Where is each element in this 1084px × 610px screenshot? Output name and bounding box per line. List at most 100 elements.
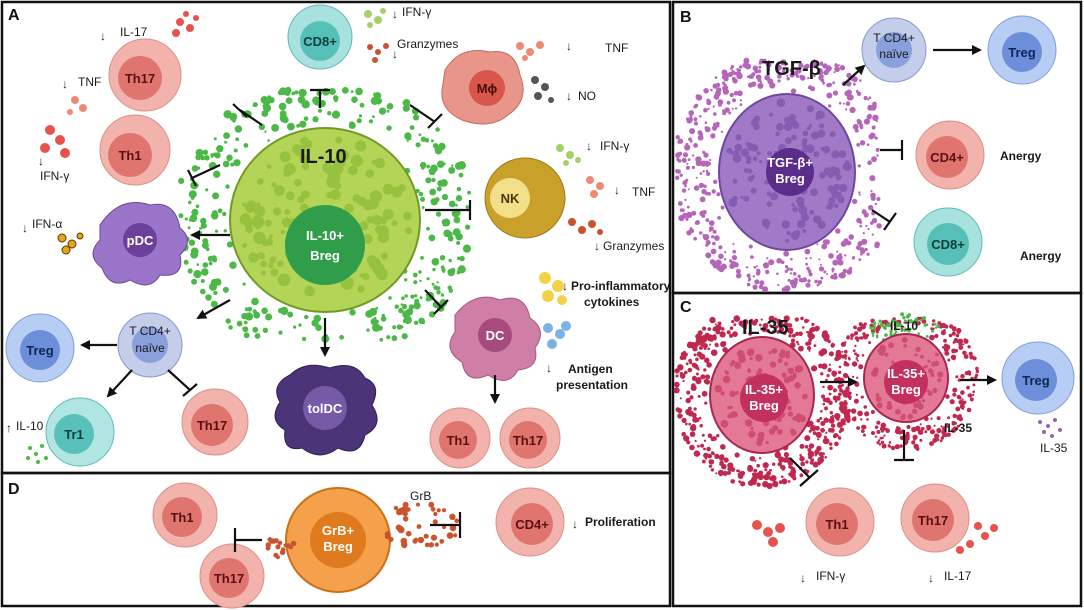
il17-granules-c (956, 522, 998, 554)
th1-left-label: Th1 (118, 148, 141, 163)
granzymes-top-label: Granzymes (397, 37, 458, 51)
treg-c-cell: Treg (1001, 341, 1075, 415)
tnf-th1-label: TNF (78, 75, 101, 89)
il35-granules-treg (1038, 418, 1062, 438)
th1-left-cell: Th1 (99, 114, 171, 186)
treg-b-label: Treg (1008, 45, 1036, 60)
cd4-d-label: CD4+ (515, 517, 549, 532)
ifng-c-label: IFN-γ (816, 569, 845, 583)
cd4-b-cell: CD4+ (915, 120, 985, 190)
ifna-granules (57, 232, 84, 255)
nk-label: NK (501, 191, 520, 206)
tnf-nk-label: TNF (632, 185, 655, 199)
tr1-cell: Tr1 (45, 397, 115, 467)
th17-c-cell: Th17 (900, 483, 970, 553)
th17-bottom-label: Th17 (197, 418, 227, 433)
nk-cell: NK (484, 157, 566, 239)
cd8-b-label: CD8+ (931, 237, 965, 252)
panel-c-frame (671, 291, 1083, 608)
il35-breg-2-label-2: Breg (891, 382, 921, 397)
th17-dc-label: Th17 (513, 433, 543, 448)
th17-bottom-cell: Th17 (181, 388, 249, 456)
panel-label-a: A (8, 7, 20, 24)
treg-left-cell: Treg (5, 313, 75, 383)
arrow-down-proliferation: ↓ (572, 517, 578, 531)
il35-breg-1-cell: IL-35+ Breg (709, 336, 815, 454)
ifng-nk-label: IFN-γ (600, 139, 629, 153)
tgfb-breg-cell: TGF-β+ Breg (718, 93, 856, 251)
tnf-granules-nk (586, 176, 604, 198)
cd8-top-cell: CD8+ (287, 4, 353, 70)
arrow-down-antigen: ↓ (546, 361, 552, 375)
tgfb-breg-label-2: Breg (775, 171, 805, 186)
th17-c-label: Th17 (918, 513, 948, 528)
th1-d-cell: Th1 (152, 482, 218, 548)
tnf-mac-label: TNF (605, 41, 628, 55)
panel-b-connectors (842, 45, 982, 231)
arrow-down-tnf-nk: ↓ (614, 183, 620, 197)
dc-label: DC (486, 328, 505, 343)
proinf-label-2: cytokines (584, 295, 640, 309)
toldc-cell: tolDC (274, 364, 378, 456)
arrow-down-il17: ↓ (100, 29, 106, 43)
tcd4-naive-label-1: T CD4+ (129, 324, 170, 338)
arrow-down-il17-c: ↓ (928, 571, 934, 585)
grb-breg-label-1: GrB+ (322, 523, 355, 538)
panel-c-connectors (789, 375, 997, 487)
antigen-granules (543, 321, 571, 349)
antigen-label-2: presentation (556, 378, 628, 392)
dc-cell: DC (449, 296, 541, 381)
panel-d-frame (0, 471, 672, 608)
il35-treg-label: IL-35 (1040, 441, 1068, 455)
cd8-top-label: CD8+ (303, 34, 337, 49)
anergy-1-label: Anergy (1000, 149, 1042, 163)
tnf-granules-mac (516, 41, 544, 61)
arrow-down-proinf: ↓ (562, 279, 568, 293)
il17-label: IL-17 (120, 25, 148, 39)
arrow-down-no: ↓ (566, 89, 572, 103)
cd4-d-cell: CD4+ (495, 487, 565, 557)
panel-label-b: B (680, 9, 692, 26)
toldc-label: tolDC (308, 401, 343, 416)
cd4-b-label: CD4+ (930, 150, 964, 165)
panel-a-connectors (80, 88, 500, 404)
arrow-down-ifng-c: ↓ (800, 571, 806, 585)
tcd4-naive-b-label-1: T CD4+ (873, 31, 914, 45)
arrow-down-ifna: ↓ (22, 221, 28, 235)
il10-breg-cell: IL-10 IL-10+ Breg (229, 127, 421, 313)
ifng-granules-c (752, 520, 785, 547)
treg-b-cell: Treg (987, 15, 1057, 85)
il35-dot-cloud (673, 315, 979, 490)
il10-up-label: IL-10 (16, 419, 44, 433)
ifng-granules-top (364, 8, 386, 28)
panel-d-connectors (233, 512, 462, 552)
no-granules (531, 76, 554, 103)
no-label: NO (578, 89, 596, 103)
th1-d-label: Th1 (170, 510, 193, 525)
il10-dot-cloud (178, 86, 472, 343)
arrow-down-ifng-top: ↓ (392, 7, 398, 21)
tgfb-dot-cloud (675, 57, 882, 293)
macrophage-label: Mϕ (477, 81, 498, 96)
panel-label-c: C (680, 299, 692, 316)
ifna-label: IFN-α (32, 217, 62, 231)
tcd4-naive-label-2: naïve (135, 341, 165, 355)
anergy-2-label: Anergy (1020, 249, 1062, 263)
granzymes-nk-label: Granzymes (603, 239, 664, 253)
il17-c-label: IL-17 (944, 569, 972, 583)
tcd4-naive-b-cell: T CD4+ naïve (861, 17, 927, 83)
th17-top-cell: Th17 (108, 38, 182, 112)
granzyme-granules-nk (568, 218, 603, 235)
th17-d-label: Th17 (214, 571, 244, 586)
th1-c-cell: Th1 (805, 487, 875, 557)
il35-breg-1-label-2: Breg (749, 398, 779, 413)
treg-c-label: Treg (1022, 373, 1050, 388)
il35-breg-2-label-1: IL-35+ (887, 366, 925, 381)
proliferation-label: Proliferation (585, 515, 656, 529)
il35-title: IL-35 (742, 317, 789, 339)
pdc-cell: pDC (92, 202, 188, 286)
il35-breg-1-label-1: IL-35+ (745, 382, 783, 397)
arrow-down-granzymes-nk: ↓ (594, 239, 600, 253)
th17-dc-cell: Th17 (499, 407, 561, 469)
